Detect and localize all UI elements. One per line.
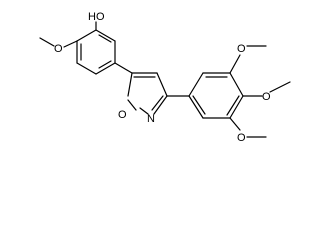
isoxazole-nitrogen: N: [147, 113, 155, 125]
methyl-mid-bond: [269, 81, 291, 93]
molecule-drawing: HO O O N O O O: [39, 11, 291, 144]
methoxy-mid-oxygen: O: [262, 91, 271, 103]
isoxazole-ring: [127, 72, 168, 115]
methoxy-left-oxygen: O: [54, 43, 63, 55]
methoxy-top-oxygen: O: [237, 43, 246, 55]
isoxazole-oxygen: O: [118, 109, 127, 121]
methyl-left-bond: [39, 37, 55, 47]
phenol-ring: [76, 29, 116, 75]
methoxy-bottom-bond: [229, 117, 241, 131]
methoxy-bottom-oxygen: O: [237, 132, 246, 144]
structure-diagram: HO O O N O O O: [39, 11, 291, 144]
trimethoxyphenyl-ring: [188, 72, 244, 119]
phenol-isoxazole-bond: [114, 62, 133, 74]
methoxy-top-bond: [229, 54, 241, 74]
methoxy-left-bond: [63, 40, 78, 48]
hydroxyl-label: HO: [88, 11, 105, 23]
